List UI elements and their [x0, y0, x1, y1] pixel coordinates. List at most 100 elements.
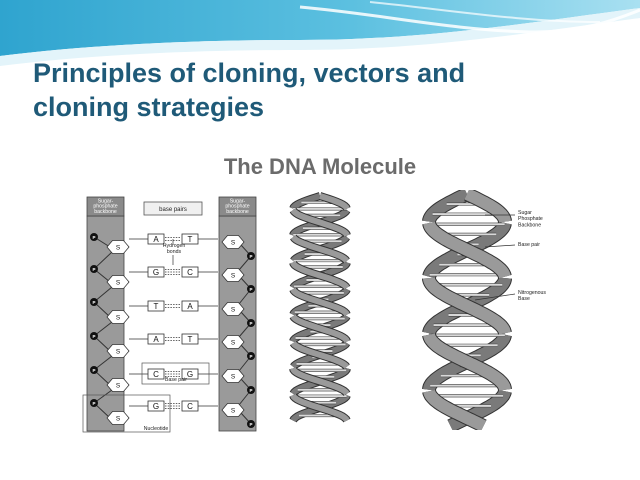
right-base-letter: C: [187, 268, 193, 277]
phosphate-label: P: [92, 368, 95, 373]
nitrogenous-base-label: Nitrogenous: [518, 290, 546, 296]
base-pair-helix-label: Base pair: [518, 242, 540, 248]
base-pairs-header: base pairs: [159, 207, 187, 213]
slide-title: Principles of cloning, vectors and cloni…: [33, 56, 623, 124]
sugar-group: [106, 240, 130, 254]
right-base-letter: G: [187, 370, 193, 379]
phosphate-group: [247, 352, 255, 360]
header-wave-decoration: [0, 0, 640, 66]
helix-strand-front: [290, 367, 350, 396]
sugar-group: [221, 369, 245, 383]
left-base-box: [147, 333, 165, 345]
helix-strand-front: [464, 190, 511, 223]
sugar-group: [221, 403, 245, 417]
nucleotide-outline: [82, 394, 171, 433]
left-base-letter: C: [153, 370, 159, 379]
sugar-phosphate-backbone-label: Phosphate: [518, 216, 543, 222]
sugar-group: [106, 310, 130, 324]
backbone-bond: [93, 251, 113, 270]
phosphate-group: [90, 233, 98, 241]
helix-strand-front: [290, 394, 350, 422]
right-base-box: [181, 333, 199, 345]
helix-strand-front: [290, 314, 350, 343]
right-header-text: backbone: [226, 209, 249, 215]
left-base-letter: A: [153, 335, 159, 344]
phosphate-label: P: [92, 334, 95, 339]
phosphate-group: [90, 265, 98, 273]
sugar-label: S: [231, 239, 236, 246]
phosphate-group: [90, 366, 98, 374]
helix-strand-front: [290, 208, 350, 237]
phosphate-label: P: [249, 287, 252, 292]
left-base-box: [147, 266, 165, 278]
helix-strand-front: [423, 333, 511, 391]
left-base-letter: T: [154, 302, 159, 311]
sugar-label: S: [116, 415, 121, 422]
left-base-box: [147, 300, 165, 312]
right-base-box: [181, 400, 199, 412]
sugar-label: S: [116, 348, 121, 355]
phosphate-group: [90, 332, 98, 340]
phosphate-group: [247, 285, 255, 293]
right-base-box: [181, 233, 199, 245]
phosphate-group: [247, 319, 255, 327]
left-base-letter: G: [153, 268, 159, 277]
left-header-box: [86, 196, 125, 217]
helix-strand-front: [290, 341, 350, 369]
sugar-label: S: [116, 382, 121, 389]
right-base-letter: T: [188, 335, 193, 344]
phosphate-group: [247, 252, 255, 260]
right-base-box: [181, 368, 199, 380]
right-base-letter: A: [187, 302, 193, 311]
phosphate-label: P: [249, 354, 252, 359]
sugar-label: S: [231, 407, 236, 414]
left-base-box: [147, 368, 165, 380]
dna-ladder-diagram: Sugar-phosphatebackboneSugar-phosphateba…: [82, 196, 257, 433]
title-line-1: Principles of cloning, vectors and: [33, 58, 466, 88]
right-base-letter: C: [187, 402, 193, 411]
sugar-label: S: [231, 339, 236, 346]
phosphate-label: P: [249, 422, 252, 427]
phosphate-group: [90, 298, 98, 306]
helix-strand-front: [319, 193, 350, 210]
right-base-box: [181, 300, 199, 312]
hydrogen-bonds-label: Hydrogen: [163, 243, 186, 249]
sugar-group: [221, 302, 245, 316]
sugar-group: [106, 378, 130, 392]
phosphate-label: P: [92, 401, 95, 406]
phosphate-group: [247, 420, 255, 428]
phosphate-group: [90, 399, 98, 407]
sugar-label: S: [231, 306, 236, 313]
right-base-letter: T: [188, 235, 193, 244]
left-base-letter: A: [153, 235, 159, 244]
callout-line: [484, 244, 516, 248]
left-header-text: phosphate: [93, 204, 117, 210]
title-line-2: cloning strategies: [33, 92, 265, 122]
phosphate-group: [247, 386, 255, 394]
right-header-text: Sugar-: [230, 199, 246, 205]
sugar-label: S: [116, 244, 121, 251]
callout-line: [474, 293, 516, 301]
sugar-label: S: [231, 373, 236, 380]
right-base-box: [181, 266, 199, 278]
helix-strand-back: [423, 190, 470, 223]
phosphate-label: P: [92, 267, 95, 272]
sugar-group: [106, 344, 130, 358]
base-pair-label: Base pair: [165, 377, 187, 383]
sugar-group: [106, 411, 130, 425]
right-header-text: phosphate: [225, 204, 249, 210]
right-header-box: [218, 196, 257, 217]
left-base-letter: G: [153, 402, 159, 411]
helix-strand-front: [423, 277, 511, 335]
helix-strand-front: [290, 261, 350, 290]
phosphate-label: P: [92, 235, 95, 240]
left-base-box: [147, 233, 165, 245]
sugar-label: S: [116, 314, 121, 321]
base-pair-outline: [141, 362, 210, 385]
left-header-text: Sugar-: [98, 199, 114, 205]
sugar-group: [221, 268, 245, 282]
sugar-phosphate-backbone-label: Sugar: [518, 210, 532, 216]
helix-strand-front: [423, 221, 511, 279]
sugar-group: [106, 275, 130, 289]
